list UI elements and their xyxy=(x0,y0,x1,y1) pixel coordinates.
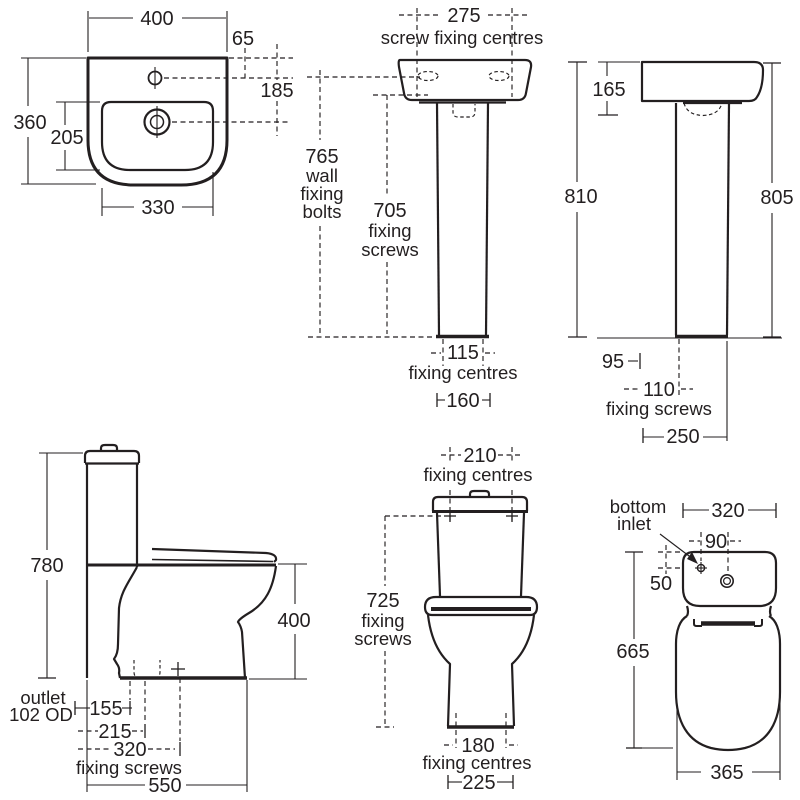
label-fixing-screws-2: screws xyxy=(354,628,412,649)
pan-waist-right xyxy=(768,605,773,617)
dim-bowl-depth: 205 xyxy=(50,127,83,149)
label-screw-centres: screw fixing centres xyxy=(381,27,543,48)
seat-hinge-left xyxy=(693,619,702,627)
label-fixing-centres-top: fixing centres xyxy=(424,464,533,485)
label-outlet-2: 102 OD xyxy=(9,704,73,725)
dim-height-front: 810 xyxy=(564,186,597,208)
label-bottom-inlet-2: inlet xyxy=(617,513,651,534)
basin-bowl-outline xyxy=(100,100,215,172)
label-wall-bolts-3: bolts xyxy=(302,201,341,222)
view-wc-front: 210 fixing centres 725 fixing screws 180… xyxy=(354,445,539,794)
dim-inlet-spacing: 90 xyxy=(705,531,727,553)
seat-outline xyxy=(423,595,539,617)
dim-fixing-centres: 115 xyxy=(447,342,479,364)
basin-outline xyxy=(397,58,533,102)
dim-base-width: 160 xyxy=(446,390,479,412)
view-basin-pedestal-side: 165 810 805 95 110 fixing screws 250 xyxy=(564,60,794,448)
dim-tap-offset: 65 xyxy=(232,28,254,50)
dim-screw-spacing: 110 xyxy=(643,379,675,401)
flush-button xyxy=(99,443,119,450)
dim-screw-centres: 275 xyxy=(447,5,480,27)
dim-basin-depth: 360 xyxy=(13,112,46,134)
dim-bowl-width: 330 xyxy=(141,197,174,219)
dim-depth: 665 xyxy=(616,641,649,663)
label-bottom-inlet-1: bottom xyxy=(610,496,667,517)
hidden-screw-right xyxy=(488,70,510,82)
dim-320: 320 xyxy=(113,739,146,761)
label-fixing-centres: fixing centres xyxy=(409,362,518,383)
dim-cistern-width: 320 xyxy=(711,500,744,522)
pedestal-left xyxy=(435,102,441,336)
cistern-left xyxy=(435,512,442,597)
bowl-right xyxy=(510,614,536,727)
dim-fixing-centres-top: 210 xyxy=(463,445,496,467)
pedestal-right xyxy=(484,102,490,336)
hidden-outlet xyxy=(133,660,161,679)
seat-hinge-right xyxy=(754,619,763,627)
label-outlet-1: outlet xyxy=(20,687,65,708)
cistern-lid xyxy=(431,495,529,511)
dim-basin-width: 400 xyxy=(140,8,173,30)
dim-wall-offset: 95 xyxy=(602,351,624,373)
dim-basin-depth: 165 xyxy=(592,79,625,101)
view-wc-side: 780 400 outlet 102 OD 155 215 320 fixing… xyxy=(9,443,311,797)
dim-base-depth: 250 xyxy=(666,426,699,448)
seat-lid xyxy=(151,547,278,563)
dim-fixing-centres-bottom: 180 xyxy=(461,735,494,757)
label-fixing-screws: fixing screws xyxy=(606,398,712,419)
flush-spigot-outer xyxy=(719,573,734,588)
hidden-overflow-notch xyxy=(452,104,476,118)
view-basin-pedestal-front: 275 screw fixing centres 765 wall fixing… xyxy=(300,5,543,412)
dim-215: 215 xyxy=(98,721,131,743)
label-wall-bolts-1: wall xyxy=(305,165,338,186)
dim-inlet-offset: 50 xyxy=(650,573,672,595)
dim-base-width: 225 xyxy=(462,772,495,794)
dim-155: 155 xyxy=(89,698,122,720)
view-wc-plan: bottom inlet 320 90 50 665 365 xyxy=(610,496,782,784)
flush-spigot-inner xyxy=(722,576,731,585)
dim-bowl-width: 365 xyxy=(710,762,743,784)
dim-drain-offset: 185 xyxy=(260,80,293,102)
basin-profile xyxy=(640,60,765,103)
inlet-arrowhead xyxy=(687,552,698,564)
flush-button xyxy=(468,489,491,496)
label-fixing-screws-1: fixing xyxy=(361,610,404,631)
hidden-bowl-bottom xyxy=(683,102,723,117)
label-fixing-screws-2: screws xyxy=(361,239,419,260)
label-fixing-screws-1: fixing xyxy=(368,220,411,241)
label-fixing-centres-bottom: fixing centres xyxy=(423,752,532,773)
cistern-lid xyxy=(83,449,141,463)
pan-front-profile xyxy=(112,566,138,679)
label-fixing-screws: fixing screws xyxy=(76,757,182,778)
bowl-profile xyxy=(236,565,278,679)
cistern-outline xyxy=(681,550,778,608)
dim-wall-bolts: 765 xyxy=(305,146,338,168)
dim-height-back: 805 xyxy=(760,187,793,209)
dim-depth: 550 xyxy=(148,775,181,797)
basin-outline xyxy=(86,56,229,187)
dim-height: 780 xyxy=(30,555,63,577)
seat-underside xyxy=(151,558,274,563)
view-basin-plan: 400 65 185 360 205 330 xyxy=(13,8,293,219)
dim-fixing-screws: 705 xyxy=(373,200,406,222)
pan-waist-left xyxy=(685,605,690,617)
bowl-left xyxy=(426,614,452,727)
dim-fixing-screws: 725 xyxy=(366,590,399,612)
label-wall-bolts-2: fixing xyxy=(300,183,343,204)
pedestal-front xyxy=(725,102,731,336)
seat-outline xyxy=(674,615,782,752)
dim-rim-height: 400 xyxy=(277,610,310,632)
inlet-arrow-line xyxy=(659,533,694,560)
cistern-right xyxy=(519,512,526,597)
hidden-screw-left xyxy=(417,70,439,82)
